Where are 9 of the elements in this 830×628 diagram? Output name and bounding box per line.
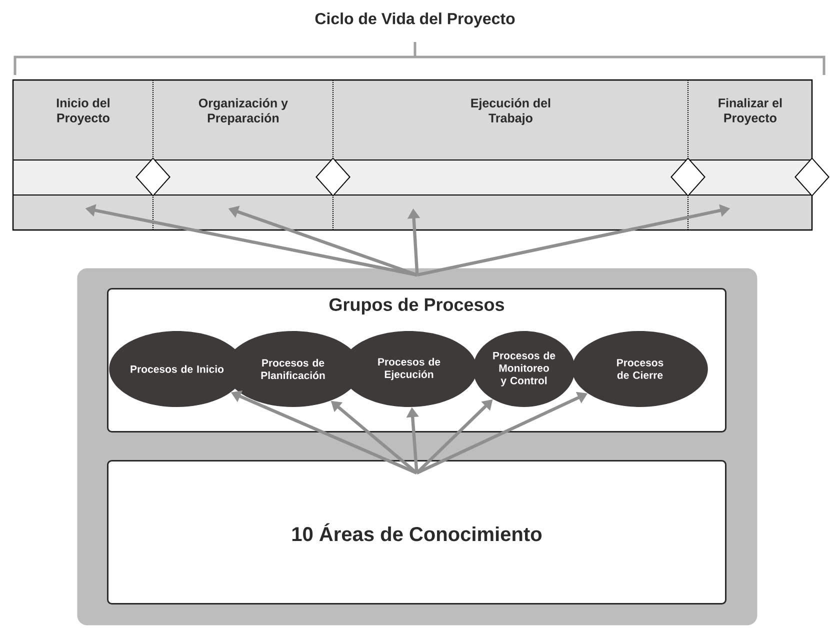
node-label: Finalizar el Proyecto [718,98,782,125]
node-label: Ejecución del Trabajo [471,98,550,125]
node-label: Procesos de Ejecución [378,358,440,380]
node-label: Procesos de Planificación [261,358,325,380]
node-label: Inicio del Proyecto [56,98,110,125]
node-label: Organización y Preparación [198,98,288,125]
title: Ciclo de Vida del Proyecto [315,12,515,28]
area-box: 10 Áreas de Conocimiento [107,460,726,604]
node-label: Procesos de Inicio [130,365,224,373]
